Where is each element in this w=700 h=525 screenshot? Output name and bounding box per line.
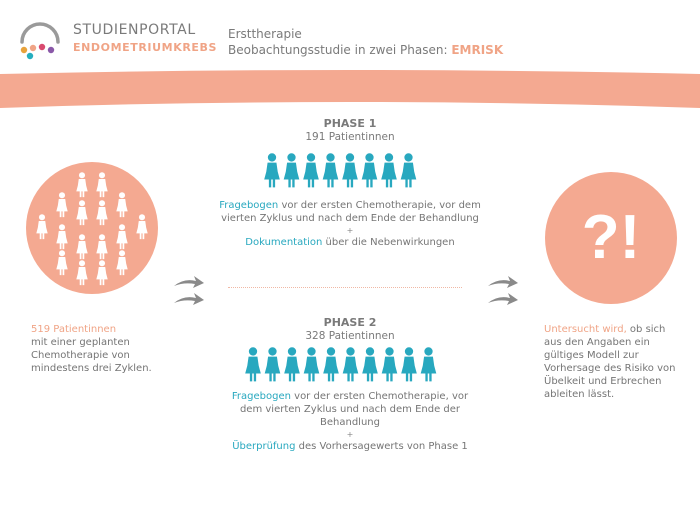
person-icon bbox=[76, 234, 88, 260]
person-icon bbox=[323, 347, 339, 382]
cohort-description: 519 Patientinnen mit einer geplanten Chem… bbox=[31, 323, 171, 375]
person-icon bbox=[56, 224, 68, 250]
person-icon bbox=[76, 200, 88, 226]
phase-divider bbox=[228, 287, 462, 288]
right-circle bbox=[545, 172, 677, 304]
person-icon bbox=[116, 250, 128, 276]
person-icon bbox=[56, 250, 68, 276]
person-icon bbox=[116, 192, 128, 218]
logo-icon bbox=[20, 22, 60, 60]
person-icon bbox=[420, 347, 437, 382]
person-icon bbox=[303, 153, 319, 188]
person-icon bbox=[245, 347, 261, 382]
female-figures-icon bbox=[36, 172, 148, 286]
phase1-documentation-text: über die Nebenwirkungen bbox=[322, 237, 455, 248]
person-icon bbox=[284, 347, 300, 382]
phase1-questionnaire-text: vor der ersten Chemotherapie, vor dem vi… bbox=[221, 200, 481, 224]
header-title-prefix: Beobachtungsstudie in zwei Phasen: bbox=[228, 43, 452, 57]
person-icon bbox=[264, 347, 281, 382]
person-icon bbox=[361, 153, 378, 188]
person-icon bbox=[76, 172, 88, 198]
study-acronym: EMRISK bbox=[451, 43, 504, 57]
phase2-questionnaire-label: Fragebogen bbox=[231, 391, 291, 402]
person-icon bbox=[342, 347, 359, 382]
person-icon bbox=[36, 214, 48, 240]
person-icon bbox=[322, 153, 339, 188]
phase2-people-icon bbox=[245, 347, 437, 382]
arrows-icon bbox=[174, 276, 204, 305]
person-icon bbox=[401, 347, 417, 382]
person-icon bbox=[381, 153, 397, 188]
person-icon bbox=[96, 172, 108, 198]
person-icon bbox=[96, 200, 108, 226]
logo-title: STUDIENPORTAL bbox=[73, 22, 196, 38]
study-goal-text: Untersucht wird, ob sich aus den Angaben… bbox=[544, 323, 684, 401]
person-icon bbox=[303, 347, 320, 382]
cohort-text: mit einer geplanten Chemotherapie von mi… bbox=[31, 337, 152, 374]
header-subtitle: Ersttherapie bbox=[228, 27, 302, 41]
phase1-documentation-label: Dokumentation bbox=[245, 237, 323, 248]
left-circle bbox=[26, 162, 158, 294]
person-icon bbox=[116, 224, 128, 250]
person-icon bbox=[136, 214, 148, 240]
plus-sign: + bbox=[346, 226, 354, 235]
phase1-description: Fragebogen vor der ersten Chemotherapie,… bbox=[215, 199, 485, 249]
person-icon bbox=[56, 192, 68, 218]
study-goal-description: ob sich aus den Angaben ein gültiges Mod… bbox=[544, 324, 676, 400]
phase1-people-icon bbox=[264, 153, 417, 188]
phase2-validation-text: des Vorhersagewerts von Phase 1 bbox=[295, 441, 468, 452]
person-icon bbox=[362, 347, 378, 382]
cohort-count: 519 Patientinnen bbox=[31, 324, 117, 335]
phase1-count: 191 Patientinnen bbox=[305, 131, 395, 143]
person-icon bbox=[381, 347, 398, 382]
phase2-description: Fragebogen vor der ersten Chemotherapie,… bbox=[230, 390, 470, 453]
phase1-title: PHASE 1 bbox=[323, 117, 377, 130]
phase2-count: 328 Patientinnen bbox=[305, 330, 395, 342]
header-band bbox=[0, 70, 700, 108]
arrows-icon bbox=[488, 276, 518, 305]
header-title: Beobachtungsstudie in zwei Phasen: EMRIS… bbox=[228, 43, 503, 57]
person-icon bbox=[400, 153, 417, 188]
phase2-title: PHASE 2 bbox=[323, 316, 377, 329]
person-icon bbox=[342, 153, 358, 188]
study-goal-highlight: Untersucht wird, bbox=[544, 324, 627, 335]
phase2-validation-label: Überprüfung bbox=[232, 441, 296, 452]
person-icon bbox=[264, 153, 280, 188]
person-icon bbox=[96, 260, 108, 286]
phase1-questionnaire-label: Fragebogen bbox=[219, 200, 279, 211]
logo-subtitle: ENDOMETRIUMKREBS bbox=[73, 41, 218, 54]
person-icon bbox=[76, 260, 88, 286]
person-icon bbox=[283, 153, 300, 188]
question-exclamation-icon: ?! bbox=[581, 203, 641, 272]
person-icon bbox=[96, 234, 108, 260]
plus-sign: + bbox=[346, 430, 354, 439]
phase2-questionnaire-text: vor der ersten Chemotherapie, vor dem vi… bbox=[239, 391, 469, 428]
